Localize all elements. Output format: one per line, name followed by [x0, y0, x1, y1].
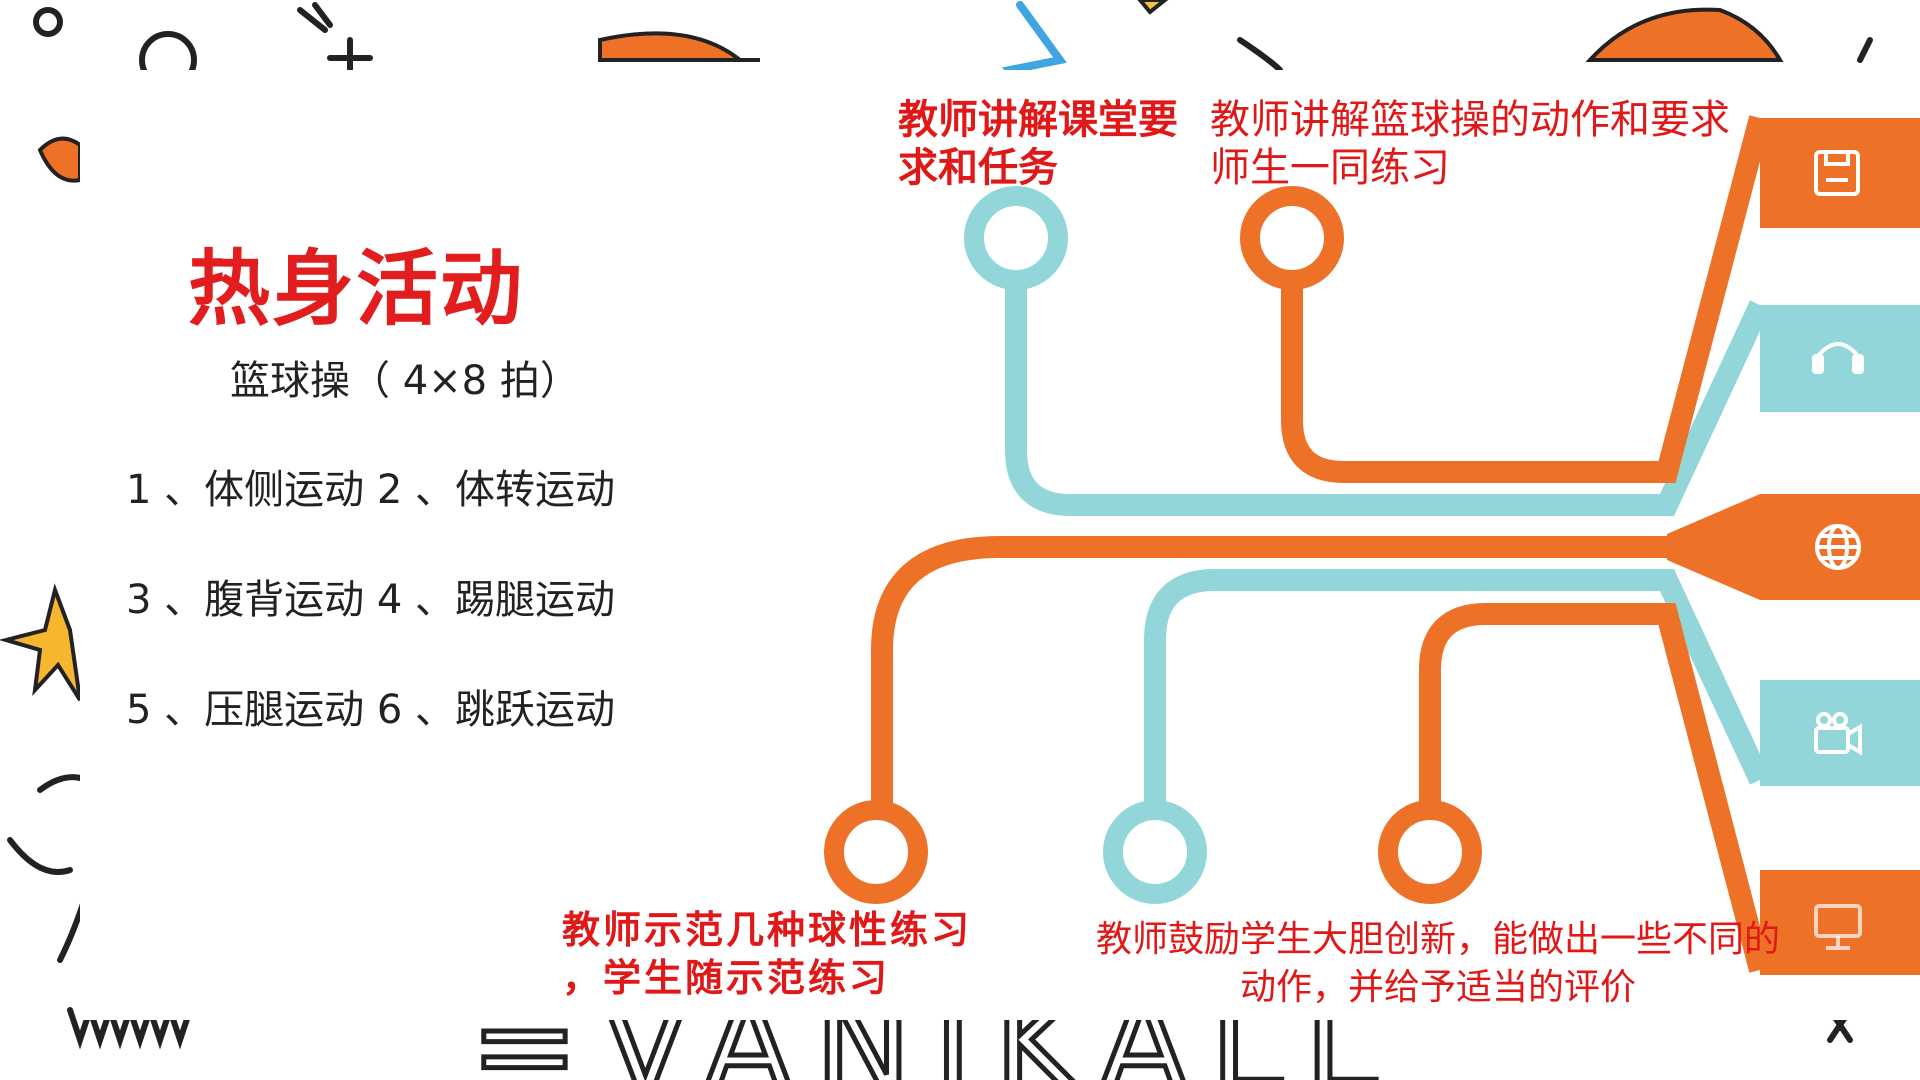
- flow-label-2-line-2: 师生一同练习: [1210, 145, 1450, 191]
- exercise-line-3: 5 、压腿运动 6 、跳跃运动: [126, 687, 616, 733]
- flow-label-2: 教师讲解篮球操的动作和要求 师生一同练习: [1210, 96, 1730, 192]
- save-icon[interactable]: [1814, 150, 1860, 196]
- flow-label-1-line-2: 求和任务: [898, 145, 1058, 191]
- flow-label-1: 教师讲解课堂要 求和任务: [898, 96, 1178, 192]
- flow-label-3-line-1: 教师示范几种球性练习: [562, 908, 973, 952]
- connector-orange-bottom: [1419, 603, 1771, 973]
- node-ring-3: [824, 800, 928, 904]
- node-ring-5: [1378, 800, 1482, 904]
- flow-label-2-line-1: 教师讲解篮球操的动作和要求: [1210, 97, 1730, 143]
- side-tab-3: [1667, 494, 1920, 600]
- side-tab-2: [1760, 305, 1920, 412]
- flow-label-4-line-1: 教师鼓励学生大胆创新，能做出一些不同的: [1095, 919, 1780, 960]
- node-ring-1: [964, 186, 1068, 290]
- slide-title: 热身活动: [188, 242, 525, 337]
- exercise-line-2: 3 、腹背运动 4 、踢腿运动: [126, 577, 616, 623]
- side-tab-5: [1760, 870, 1920, 975]
- side-tab-1: [1760, 118, 1920, 228]
- slide-subtitle: 篮球操（ 4×8 拍）: [230, 358, 580, 404]
- flow-label-3-line-2: ，学生随示范练习: [562, 956, 891, 1000]
- flow-label-3: 教师示范几种球性练习 ，学生随示范练习: [562, 906, 972, 1002]
- side-tab-4: [1760, 680, 1920, 786]
- video-camera-icon[interactable]: [1814, 712, 1862, 756]
- flow-label-4-line-2: 动作，并给予适当的评价: [1239, 967, 1636, 1008]
- headphones-icon[interactable]: [1812, 342, 1864, 374]
- node-ring-4: [1103, 800, 1207, 904]
- connector-orange-main: [871, 536, 1667, 810]
- connector-orange-top: [1281, 115, 1771, 483]
- connector-teal-top: [1005, 285, 1770, 516]
- connector-teal-bottom: [1144, 569, 1770, 810]
- node-ring-2: [1240, 186, 1344, 290]
- exercise-line-1: 1 、体侧运动 2 、体转运动: [126, 467, 616, 513]
- monitor-icon[interactable]: [1814, 904, 1862, 950]
- flow-label-4: 教师鼓励学生大胆创新，能做出一些不同的 动作，并给予适当的评价: [1058, 916, 1818, 1012]
- globe-icon[interactable]: [1815, 524, 1861, 570]
- flow-label-1-line-1: 教师讲解课堂要: [898, 97, 1178, 143]
